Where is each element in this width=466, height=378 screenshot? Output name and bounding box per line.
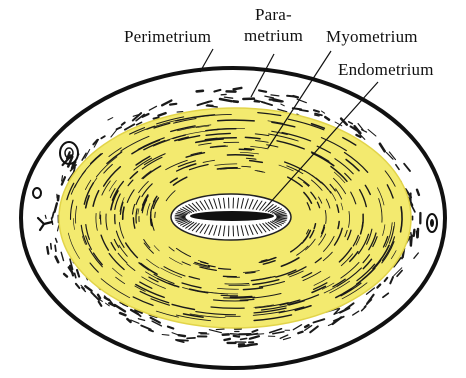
- parametrium-stroke: [305, 325, 308, 327]
- parametrium-stroke: [58, 196, 59, 200]
- uterine-lumen: [190, 211, 274, 221]
- parametrium-stroke: [170, 104, 176, 105]
- myometrium-fiber: [221, 168, 237, 169]
- parametrium-stroke: [233, 101, 237, 102]
- parametrium-stroke: [234, 88, 242, 89]
- parametrium-stroke: [411, 233, 412, 241]
- parametrium-stroke: [234, 336, 239, 337]
- parametrium-stroke: [225, 339, 230, 340]
- myometrium-fiber: [151, 213, 152, 218]
- parametrium-stroke: [45, 215, 46, 218]
- parametrium-stroke: [298, 332, 303, 334]
- myometrium-fiber: [221, 295, 238, 296]
- parametrium-stroke: [273, 101, 281, 102]
- parametrium-stroke: [149, 330, 153, 331]
- label-endometrium: Endometrium: [338, 60, 434, 79]
- myometrium-fiber: [155, 212, 156, 217]
- parametrium-stroke: [55, 245, 56, 251]
- parametrium-stroke: [75, 273, 76, 277]
- parametrium-stroke: [414, 230, 415, 236]
- label-myometrium: Myometrium: [326, 27, 418, 46]
- myometrium-fiber: [239, 149, 251, 150]
- label-parametrium-line1: Para-: [255, 5, 292, 24]
- parametrium-stroke: [177, 112, 183, 113]
- parametrium-stroke: [62, 176, 63, 181]
- parametrium-stroke: [287, 96, 293, 97]
- parametrium-stroke: [241, 338, 247, 339]
- myometrium-fiber: [230, 296, 252, 297]
- parametrium-stroke: [162, 335, 169, 336]
- parametrium-stroke: [259, 90, 266, 91]
- myometrium-fiber: [218, 120, 255, 121]
- parametrium-stroke: [47, 247, 48, 254]
- parametrium-stroke: [179, 335, 185, 336]
- parametrium-stroke: [314, 110, 319, 112]
- parametrium-stroke: [197, 91, 203, 92]
- parametrium-stroke: [216, 329, 224, 330]
- label-perimetrium: Perimetrium: [124, 27, 211, 46]
- parametrium-stroke: [51, 244, 52, 249]
- label-parametrium-line2: metrium: [244, 26, 303, 45]
- parametrium-stroke: [410, 236, 411, 245]
